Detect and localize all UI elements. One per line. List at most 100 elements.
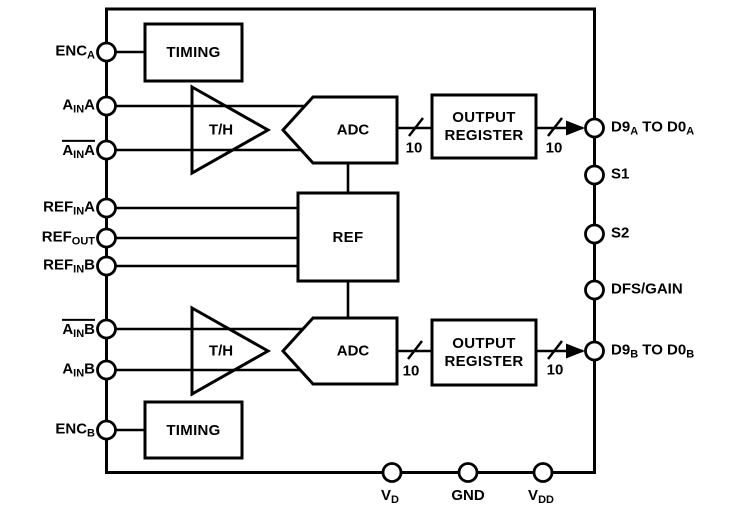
pin-label-text: A <box>84 198 95 216</box>
pin-label-gnd: GND <box>451 487 485 505</box>
pin-label-dfs-gain: DFS/GAIN <box>611 281 683 298</box>
adc-a-shape <box>280 95 399 165</box>
timing-b-label: TIMING <box>166 421 221 439</box>
pin-s2 <box>584 223 605 245</box>
output-register-a-block <box>430 93 538 160</box>
pin-label-subscript: IN <box>73 263 85 276</box>
pin-label-subscript: IN <box>73 148 85 161</box>
pin-label-subscript: IN <box>73 103 85 116</box>
adc-a-label: ADC <box>336 121 370 139</box>
pin-label-subscript: B <box>87 427 95 440</box>
pin-label-text: A <box>84 141 95 159</box>
pin-label-subscript: OUT <box>71 235 95 248</box>
pin-label-subscript: B <box>686 348 695 361</box>
pin-label-subscript: A <box>630 125 639 138</box>
bus-width-label-a1: 10 <box>405 139 423 157</box>
output-register-b-label: OUTPUT REGISTER <box>432 320 536 385</box>
bus-slashes <box>407 117 563 360</box>
pin-label-text: A <box>62 360 74 378</box>
pin-label-vd: VD <box>381 487 399 506</box>
ref-label: REF <box>332 228 364 246</box>
pin-label-text: ENC <box>55 42 88 60</box>
arrowhead-a <box>566 120 585 136</box>
pin-label-refin-b: REFINB <box>43 256 95 276</box>
pin-ain-a-bar <box>96 139 117 161</box>
bus-width-label-a2: 10 <box>545 139 563 157</box>
pin-enc-a <box>96 41 117 63</box>
pin-label-ain-b: AINB <box>62 360 95 380</box>
pin-gnd <box>457 462 479 483</box>
pin-label-text: V <box>381 487 392 504</box>
pin-label-text: D9 <box>611 118 631 136</box>
output-register-a-label: OUTPUT REGISTER <box>432 95 536 158</box>
th-a-label: T/H <box>208 121 234 139</box>
bus-slash-a1 <box>408 117 424 137</box>
pin-label-vdd: VDD <box>528 487 554 506</box>
bus-slash-a2 <box>547 117 563 137</box>
pin-label-text: A <box>84 96 95 114</box>
pin-vdd <box>532 462 554 483</box>
th-b-triangle <box>190 305 272 397</box>
pin-enc-b <box>96 419 117 441</box>
pin-circles <box>96 41 605 483</box>
pin-label-refin-a: REFINA <box>43 198 95 218</box>
pin-s1 <box>584 164 605 186</box>
pin-label-subscript: IN <box>73 367 85 380</box>
pin-label-text: B <box>84 256 95 274</box>
pin-refin-a <box>96 197 117 219</box>
output-register-a-line2: REGISTER <box>444 126 524 144</box>
bus-slash-b1 <box>407 340 423 360</box>
bus-slash-b2 <box>547 340 563 360</box>
th-a-triangle <box>190 84 272 176</box>
pin-label-text: REF <box>41 228 72 246</box>
pin-label-text: ENC <box>55 420 88 438</box>
pin-label-d9b: D9B TO D0B <box>611 341 695 361</box>
pin-label-text: V <box>528 487 539 504</box>
adc-b-shape <box>280 316 399 386</box>
pin-label-subscript: B <box>630 348 639 361</box>
timing-a-label: TIMING <box>166 44 221 61</box>
pin-label-text: TO D0 <box>638 118 687 136</box>
pin-label-subscript: IN <box>73 327 85 340</box>
pin-ain-b-bar <box>96 318 117 340</box>
pin-ain-a <box>96 95 117 117</box>
pin-d9b <box>584 340 605 362</box>
th-b-label: T/H <box>208 342 234 360</box>
output-register-b-line1: OUTPUT <box>452 334 516 352</box>
arrowheads <box>566 120 585 359</box>
pin-label-text: GND <box>451 487 485 504</box>
output-register-b-block <box>430 318 538 387</box>
pin-label-subscript: D <box>391 494 399 506</box>
pin-label-subscript: IN <box>73 205 85 218</box>
pin-label-text: S1 <box>611 165 630 183</box>
pin-label-refout: REFOUT <box>41 228 95 248</box>
pin-label-text: REF <box>43 198 74 216</box>
timing-a-block <box>143 22 244 83</box>
timing-b-block <box>143 400 244 460</box>
pin-label-enc-b: ENCB <box>55 420 95 440</box>
pin-ain-b <box>96 359 117 381</box>
pin-label-text: D9 <box>611 341 631 359</box>
pin-dfs-gain <box>584 279 605 301</box>
arrowhead-b <box>566 343 585 359</box>
bus-width-label-b2: 10 <box>546 361 564 379</box>
blocks <box>143 22 538 460</box>
pin-label-ain-a: AINA <box>62 96 95 116</box>
pin-d9a <box>584 117 605 139</box>
adc-b-label: ADC <box>336 342 370 360</box>
bus-width-label-b1: 10 <box>402 362 420 380</box>
pin-label-text: A <box>62 320 74 338</box>
output-register-a-line1: OUTPUT <box>452 108 516 126</box>
pin-label-subscript: A <box>87 49 95 62</box>
pin-refin-b <box>96 255 117 277</box>
ref-block <box>296 191 400 283</box>
pin-label-text: TO D0 <box>638 341 687 359</box>
pin-label-s2: S2 <box>611 225 629 242</box>
pin-label-ain-a-bar: AINA <box>62 139 95 161</box>
pin-label-text: REF <box>43 256 74 274</box>
pin-label-d9a: D9A TO D0A <box>611 118 694 138</box>
pin-label-text: B <box>84 320 95 338</box>
pin-refout <box>96 227 117 249</box>
